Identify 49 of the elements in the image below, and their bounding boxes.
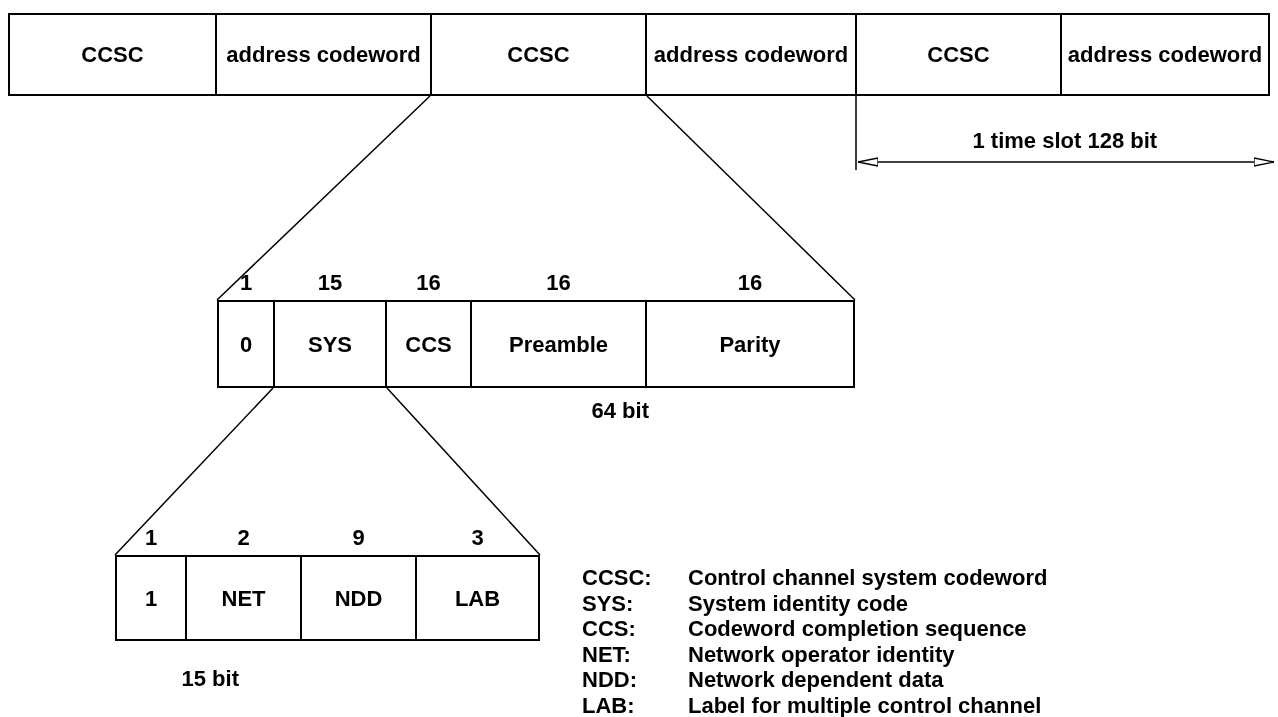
abbreviation-term: CCS: [582,616,636,642]
field-name: address codeword [226,43,421,66]
field-name: CCSC [81,43,144,66]
field-name: LAB [454,586,501,610]
expansion-line [216,95,431,301]
abbreviation-definition: Network operator identity [688,641,955,668]
abbreviation-term: NDD: [582,667,637,693]
abbreviation-term: LAB: [582,692,635,717]
field-cell [1060,13,1270,96]
field-cell [430,13,647,96]
field-cell [645,13,857,96]
field-name: CCSC [927,43,990,66]
bit-length-label: 64 bit [591,398,649,424]
field-cell [215,13,432,96]
expansion-line [646,95,856,301]
field-name: Parity [719,332,781,356]
bit-count: 9 [351,526,366,549]
abbreviation-definition: Network dependent data [688,667,944,693]
abbreviation-term: SYS: [582,590,634,617]
abbreviation-definition: Codeword completion sequence [688,616,1027,642]
bit-count: 16 [736,271,764,294]
abbreviation-definition: Label for multiple control channel [688,692,1042,717]
field-name: NET [221,586,266,610]
dimension-label: 1 time slot 128 bit [972,128,1158,154]
field-name: 1 [144,586,158,610]
expansion-line [386,387,541,556]
field-name: SYS [308,332,352,356]
field-name: 0 [239,332,253,356]
abbreviation-definition: Control channel system codeword [688,565,1048,591]
field-cell [8,13,217,96]
abbreviation-definition: System identity code [688,590,909,617]
bit-count: 3 [470,526,485,549]
field-name: address codeword [653,43,849,66]
expansion-line [114,387,274,556]
bit-count: 2 [236,526,251,549]
bit-length-label: 15 bit [181,666,239,692]
bit-count: 16 [415,271,442,294]
bit-count: 16 [545,271,572,294]
field-name: Preamble [508,332,609,356]
field-name: address codeword [1067,43,1263,66]
bit-count: 1 [238,271,254,294]
field-name: CCS [405,332,452,356]
field-cell [855,13,1062,96]
abbreviation-term: CCSC: [582,565,652,591]
field-name: CCSC [507,43,570,66]
field-name: NDD [334,586,383,610]
bit-count: 1 [143,526,159,549]
bit-count: 15 [316,271,344,294]
abbreviation-term: NET: [582,641,631,668]
